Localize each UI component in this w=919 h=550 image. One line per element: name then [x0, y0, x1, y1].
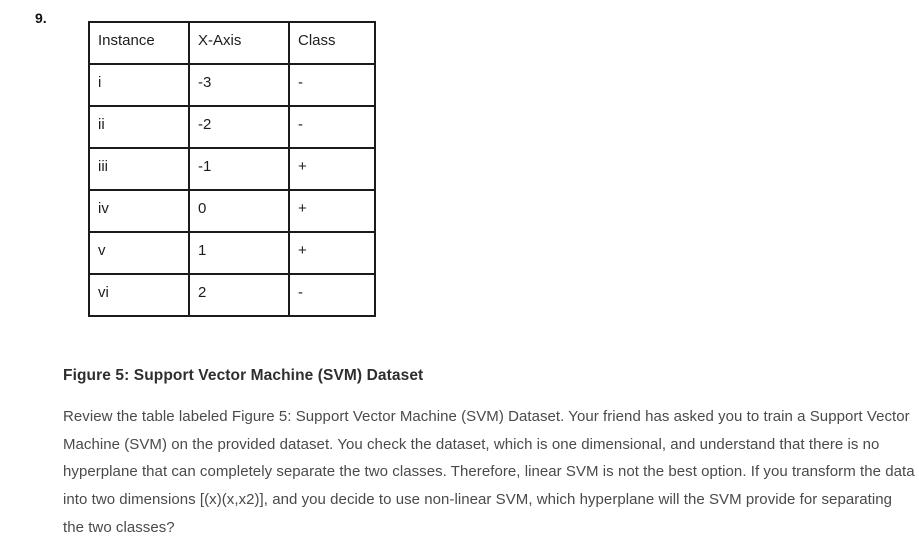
- table-cell: iii: [88, 147, 190, 191]
- table-cell: 0: [188, 189, 290, 233]
- table-cell: 2: [188, 273, 290, 317]
- table-cell: v: [88, 231, 190, 275]
- table-cell: -: [288, 63, 376, 107]
- table-header-cell: Class: [288, 21, 376, 65]
- table-cell: i: [88, 63, 190, 107]
- table-cell: -3: [188, 63, 290, 107]
- table-cell: +: [288, 147, 376, 191]
- table-header-cell: Instance: [88, 21, 190, 65]
- table-cell: vi: [88, 273, 190, 317]
- table-row: i-3-: [88, 63, 376, 107]
- table-cell: iv: [88, 189, 190, 233]
- table-row: ii-2-: [88, 105, 376, 149]
- table-row: iii-1+: [88, 147, 376, 191]
- table-cell: -1: [188, 147, 290, 191]
- question-text: Review the table labeled Figure 5: Suppo…: [63, 408, 915, 536]
- table-cell: ii: [88, 105, 190, 149]
- question-number: 9.: [35, 10, 47, 26]
- table-cell: -: [288, 273, 376, 317]
- table-cell: +: [288, 231, 376, 275]
- table-header-cell: X-Axis: [188, 21, 290, 65]
- figure-caption: Figure 5: Support Vector Machine (SVM) D…: [63, 367, 424, 384]
- table-cell: -2: [188, 105, 290, 149]
- table-cell: +: [288, 189, 376, 233]
- table-cell: 1: [188, 231, 290, 275]
- table-cell: -: [288, 105, 376, 149]
